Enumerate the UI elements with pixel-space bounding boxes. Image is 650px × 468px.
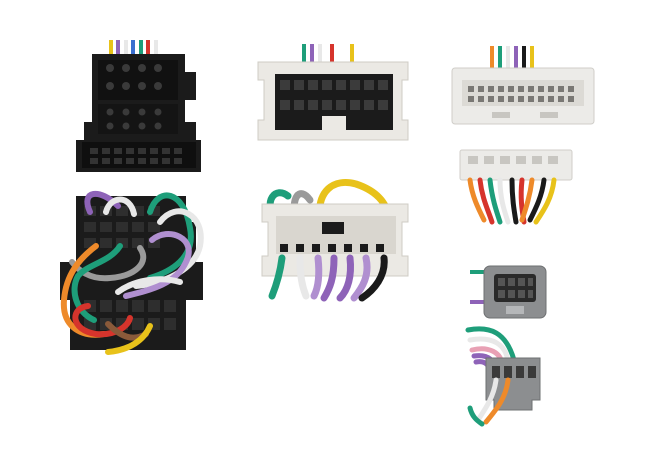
white-flat-connector-wired — [459, 149, 573, 225]
white-16-pin-connector — [257, 44, 409, 141]
white-16-pin-connector-wired — [261, 179, 409, 302]
grey-small-connector — [470, 265, 547, 319]
black-iso-connector — [76, 40, 201, 172]
white-flat-connector — [451, 46, 595, 125]
grey-small-connector-wired — [465, 326, 541, 427]
black-iso-connector-wired — [60, 190, 204, 355]
